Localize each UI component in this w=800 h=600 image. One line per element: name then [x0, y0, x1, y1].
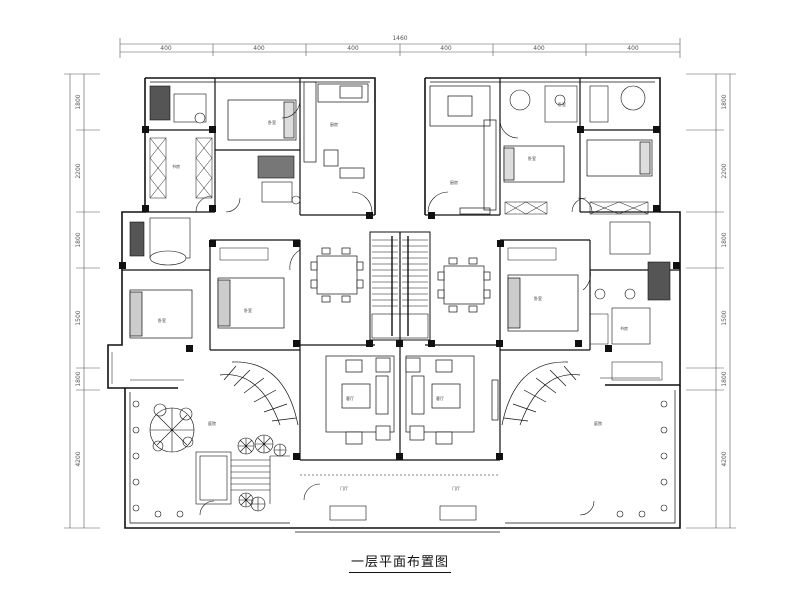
dining-table-left: [310, 247, 364, 303]
svg-text:庭院: 庭院: [594, 420, 602, 426]
svg-text:400: 400: [160, 45, 172, 52]
right-dims: 1800 2200 1800 1500 1800 4200: [721, 94, 728, 466]
right-curved-stair: [501, 361, 581, 426]
svg-text:卧室: 卧室: [158, 317, 166, 323]
door-swings: [195, 99, 595, 516]
svg-text:1800: 1800: [721, 371, 728, 386]
svg-text:卧室: 卧室: [244, 307, 252, 313]
svg-text:400: 400: [627, 45, 639, 52]
living-room-right: [405, 355, 499, 445]
svg-text:400: 400: [533, 45, 545, 52]
svg-text:1800: 1800: [721, 232, 728, 247]
top-dimension-line: [119, 38, 681, 58]
exterior-walls: [107, 77, 681, 529]
svg-text:庭院: 庭院: [208, 420, 216, 426]
svg-text:客厅: 客厅: [346, 395, 354, 401]
entry-steps: [195, 451, 290, 505]
top-segment-dims: 400 400 400 400 400 400: [160, 45, 639, 52]
left-dimension-line: [64, 73, 100, 529]
svg-text:400: 400: [253, 45, 265, 52]
svg-text:书房: 书房: [172, 163, 180, 169]
right-dimension-line: [686, 73, 736, 529]
svg-text:1500: 1500: [75, 310, 82, 325]
bed-furniture: [129, 99, 653, 339]
plants-icon: [237, 434, 287, 512]
kitchen-left: [303, 81, 369, 179]
svg-text:1800: 1800: [75, 232, 82, 247]
svg-text:400: 400: [440, 45, 452, 52]
svg-text:厨房: 厨房: [330, 121, 338, 127]
svg-text:门厅: 门厅: [340, 485, 348, 491]
svg-text:1500: 1500: [721, 310, 728, 325]
inner-thin-walls: [129, 81, 676, 533]
central-stairwell: [369, 231, 431, 341]
patio-umbrella-icon: [149, 403, 195, 453]
drawing-title: 一层平面布置图: [0, 551, 800, 573]
living-room-left: [325, 355, 395, 445]
svg-text:1800: 1800: [721, 94, 728, 109]
svg-text:卧室: 卧室: [268, 119, 276, 125]
top-total-dim: 1460: [392, 35, 407, 42]
svg-text:卧室: 卧室: [534, 295, 542, 301]
kitchen-right: [429, 85, 497, 215]
left-curved-stair: [219, 361, 299, 426]
drawing-title-text: 一层平面布置图: [348, 551, 451, 573]
svg-text:客厅: 客厅: [436, 395, 444, 401]
svg-text:卧室: 卧室: [558, 101, 566, 107]
svg-text:2200: 2200: [75, 163, 82, 178]
left-dims: 1800 2200 1800 1500 1800 4200: [75, 94, 82, 466]
svg-text:卧室: 卧室: [528, 155, 536, 161]
svg-text:2200: 2200: [721, 163, 728, 178]
svg-text:400: 400: [347, 45, 359, 52]
bathroom-fixtures: [129, 85, 671, 345]
svg-text:1800: 1800: [75, 94, 82, 109]
railings: [111, 352, 663, 384]
room-labels: 卧室 厨房 书房 卧室 卧室 客厅 庭院 门厅 卧室 厨房 卧室 卧室 客厅 庭…: [158, 101, 628, 491]
svg-text:4200: 4200: [721, 451, 728, 466]
svg-text:门厅: 门厅: [452, 485, 460, 491]
courtyard-columns: [132, 400, 668, 521]
svg-text:1800: 1800: [75, 371, 82, 386]
svg-text:厨房: 厨房: [450, 179, 458, 185]
svg-text:书房: 书房: [620, 325, 628, 331]
svg-text:4200: 4200: [75, 451, 82, 466]
dining-table-right: [437, 257, 491, 313]
